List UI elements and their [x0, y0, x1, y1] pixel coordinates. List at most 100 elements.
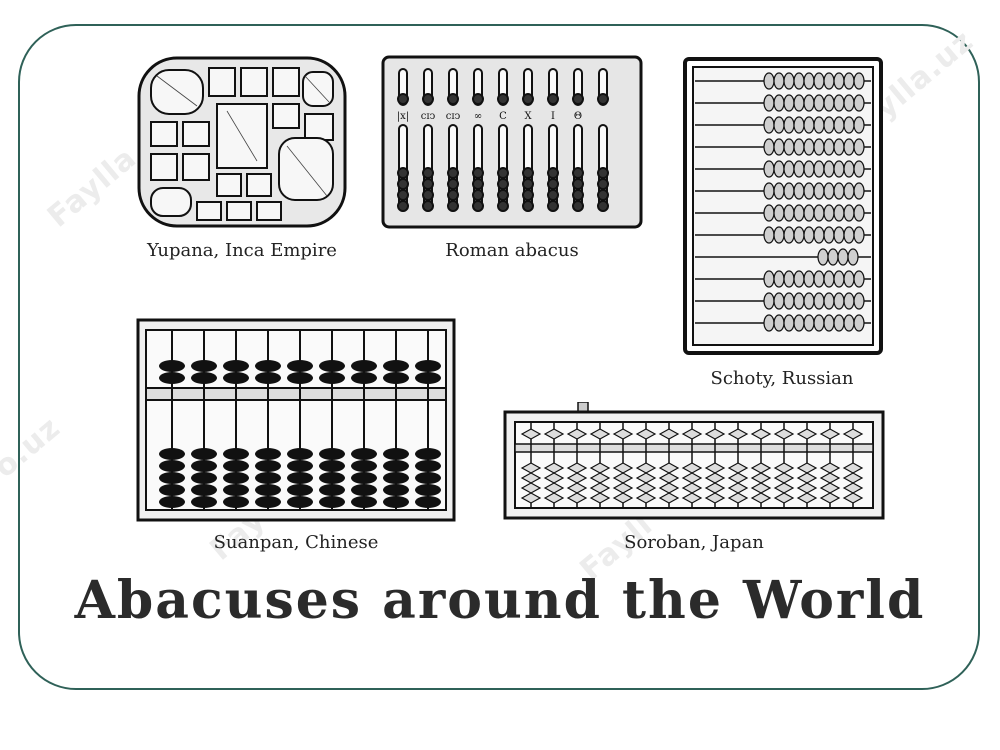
soroban-bead	[842, 428, 864, 440]
schoty-bead	[793, 204, 805, 222]
soroban-bead	[796, 462, 818, 474]
suanpan-bead	[415, 460, 441, 472]
soroban-bead	[612, 482, 634, 494]
schoty-bead	[783, 204, 795, 222]
schoty-bead	[783, 314, 795, 332]
schoty-bead	[833, 72, 845, 90]
soroban-bead	[796, 482, 818, 494]
soroban-bead	[589, 428, 611, 440]
soroban-bead	[819, 462, 841, 474]
roman-marking: |x|	[397, 111, 409, 122]
schoty-bead	[783, 160, 795, 178]
schoty-bead	[853, 72, 865, 90]
soroban-bead	[819, 428, 841, 440]
schoty-bead	[833, 226, 845, 244]
suanpan-bead	[191, 372, 217, 384]
schoty-bead	[853, 226, 865, 244]
suanpan-bead	[351, 460, 377, 472]
suanpan-bead	[383, 360, 409, 372]
schoty-bead	[773, 182, 785, 200]
soroban-bead	[543, 462, 565, 474]
schoty-bead	[793, 292, 805, 310]
roman-marking: cɪↄ	[446, 111, 461, 122]
schoty-bead	[803, 160, 815, 178]
soroban-bead	[773, 482, 795, 494]
roman-bead	[472, 189, 484, 201]
schoty-bead	[823, 204, 835, 222]
caption-yupana: Yupana, Inca Empire	[147, 240, 337, 261]
schoty-bead	[783, 292, 795, 310]
schoty-bead	[803, 226, 815, 244]
schoty-bead	[833, 204, 845, 222]
caption-schoty: Schoty, Russian	[710, 368, 854, 389]
soroban-bead	[704, 472, 726, 484]
soroban-bead	[773, 462, 795, 474]
suanpan-bead	[319, 448, 345, 460]
schoty-bead	[823, 226, 835, 244]
schoty-bead	[833, 138, 845, 156]
soroban-bead	[566, 492, 588, 504]
roman-bead	[497, 200, 509, 212]
roman-bead	[522, 167, 534, 179]
soroban-bead	[750, 462, 772, 474]
schoty-bead	[843, 226, 855, 244]
schoty-bead	[773, 138, 785, 156]
soroban-bead	[796, 472, 818, 484]
suanpan-bead	[383, 448, 409, 460]
schoty-bead	[803, 204, 815, 222]
schoty-bead	[853, 94, 865, 112]
suanpan-bead	[255, 448, 281, 460]
soroban-bead	[520, 482, 542, 494]
suanpan-bead	[415, 448, 441, 460]
soroban-bead	[589, 492, 611, 504]
soroban-bead	[635, 462, 657, 474]
suanpan-bead	[319, 484, 345, 496]
schoty-bead	[813, 292, 825, 310]
suanpan-bead	[191, 496, 217, 508]
suanpan-bead	[319, 496, 345, 508]
suanpan-bead	[383, 496, 409, 508]
schoty-bead	[833, 314, 845, 332]
suanpan-bead	[351, 448, 377, 460]
soroban-bead	[750, 492, 772, 504]
schoty-bead	[813, 226, 825, 244]
roman-bead	[422, 167, 434, 179]
schoty-bead	[813, 204, 825, 222]
soroban-bead	[635, 472, 657, 484]
suanpan-bead	[319, 472, 345, 484]
soroban-bead	[566, 462, 588, 474]
roman-bead	[397, 178, 409, 190]
schoty-bead	[803, 182, 815, 200]
roman-marking: I	[551, 111, 555, 122]
suanpan-bead	[223, 372, 249, 384]
schoty-bead	[853, 204, 865, 222]
suanpan-bead	[287, 372, 313, 384]
soroban-bead	[543, 492, 565, 504]
schoty-bead	[793, 270, 805, 288]
schoty-bead	[813, 182, 825, 200]
suanpan-bead	[287, 460, 313, 472]
schoty-bead	[763, 314, 775, 332]
soroban-bead	[704, 492, 726, 504]
schoty-bead	[803, 270, 815, 288]
roman-marking: C	[499, 111, 507, 122]
suanpan-bead	[191, 448, 217, 460]
soroban-bead	[658, 482, 680, 494]
schoty-bead	[843, 72, 855, 90]
suanpan-bead	[191, 484, 217, 496]
suanpan-bead	[159, 496, 185, 508]
suanpan-bead	[255, 360, 281, 372]
roman-bead	[422, 93, 434, 105]
yupana-illustration	[137, 56, 347, 228]
schoty-bead	[853, 116, 865, 134]
schoty-bead	[843, 204, 855, 222]
soroban-bead	[727, 428, 749, 440]
suanpan-bead	[159, 448, 185, 460]
suanpan-bead	[159, 460, 185, 472]
suanpan-bead	[415, 496, 441, 508]
roman-bead	[447, 200, 459, 212]
roman-bead	[447, 178, 459, 190]
suanpan-bead	[383, 460, 409, 472]
schoty-bead	[773, 204, 785, 222]
suanpan-bead	[287, 484, 313, 496]
